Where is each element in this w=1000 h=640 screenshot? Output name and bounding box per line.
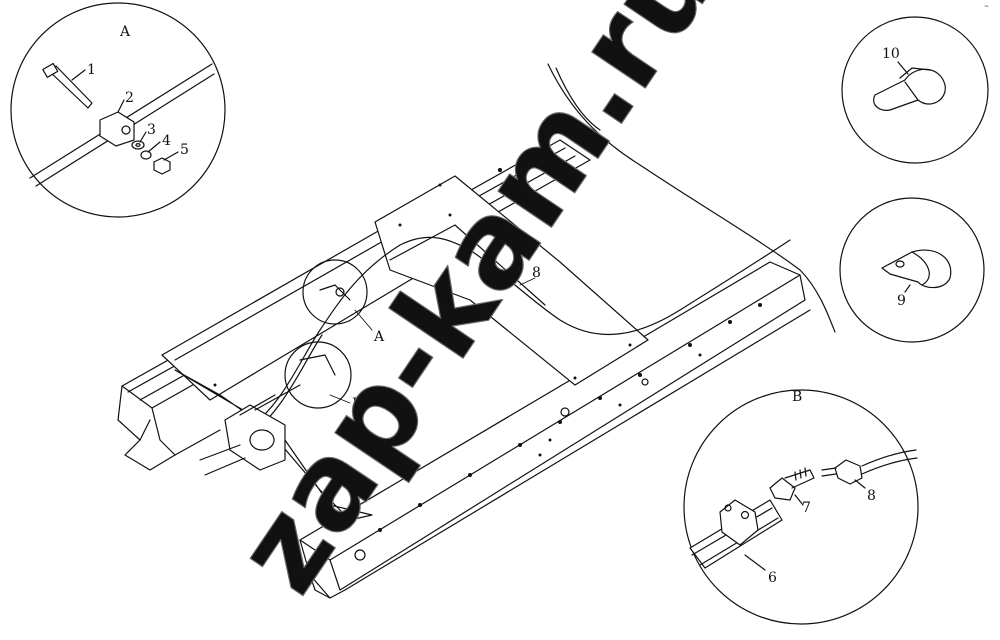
- clamp-9: [881, 249, 952, 289]
- detail-view-clamp-10: [841, 16, 989, 164]
- callout-10: 10: [882, 46, 900, 62]
- detail-b-title: B: [792, 389, 802, 405]
- elbow-fitting-7: [769, 477, 796, 501]
- washer-3: [131, 140, 145, 150]
- spring-washer-4: [140, 150, 152, 160]
- callout-8: 8: [867, 488, 876, 504]
- detail-view-clamp-9: [839, 197, 985, 343]
- cab-outline: [547, 63, 836, 333]
- callout-7: 7: [802, 500, 811, 516]
- detail-a-marker: [302, 259, 368, 325]
- corner-mark: ~: [984, 3, 989, 10]
- main-label-8: 8: [532, 265, 541, 281]
- callout-3: 3: [147, 122, 156, 138]
- callout-9: 9: [897, 293, 906, 309]
- nut-5: [153, 157, 171, 175]
- gusset-plate-center: [374, 175, 649, 386]
- callout-6: 6: [768, 570, 777, 586]
- detail-view-b: [683, 389, 919, 625]
- connector-8: [834, 459, 863, 485]
- callout-2: 2: [125, 90, 134, 106]
- pipe-line-8: [244, 236, 791, 431]
- pipe-b: [861, 449, 917, 467]
- detail-view-a: [10, 2, 226, 218]
- detail-b-marker: [284, 341, 352, 409]
- main-frame-view: [117, 63, 836, 599]
- detail-a-title: A: [119, 24, 131, 40]
- callout-4: 4: [162, 133, 171, 149]
- bracket-cluster: [199, 384, 301, 476]
- callout-5: 5: [180, 142, 189, 158]
- main-label-a: A: [373, 329, 385, 345]
- main-label-b: B: [352, 396, 362, 412]
- callout-1: 1: [87, 62, 96, 78]
